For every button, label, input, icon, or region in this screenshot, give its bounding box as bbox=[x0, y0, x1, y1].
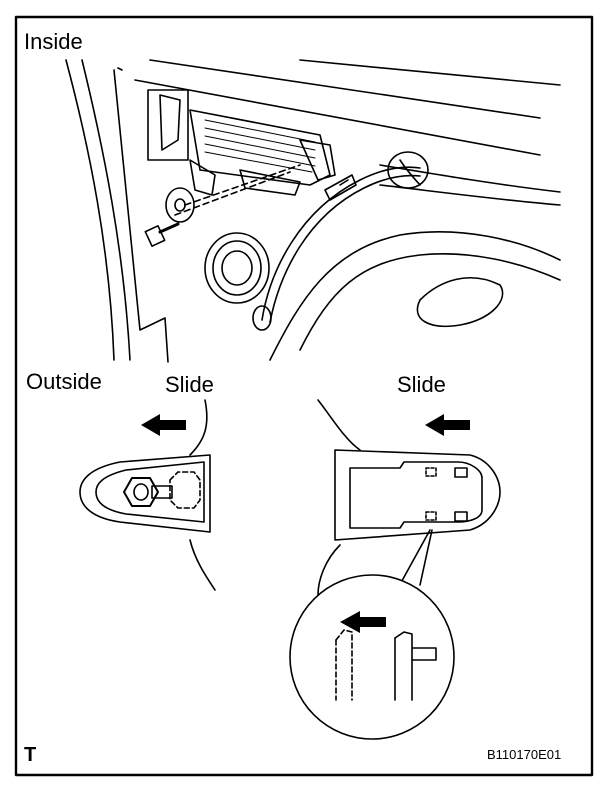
figure-frame bbox=[14, 15, 594, 777]
outside-view bbox=[79, 399, 216, 591]
bolt-icon bbox=[144, 222, 180, 248]
frame-view bbox=[317, 399, 501, 596]
slide-label-right: Slide bbox=[397, 372, 446, 397]
inside-view bbox=[65, 59, 561, 363]
handle-frame-inner bbox=[349, 461, 483, 529]
handle-base-inner bbox=[95, 461, 205, 523]
inside-label: Inside bbox=[24, 29, 83, 54]
left-arrow-icon bbox=[340, 611, 386, 633]
slide-label-left: Slide bbox=[165, 372, 214, 397]
figure-code: B110170E01 bbox=[487, 747, 562, 762]
nut bbox=[123, 477, 173, 507]
left-arrow-icon bbox=[141, 414, 186, 436]
outside-label: Outside bbox=[26, 369, 102, 394]
hidden-bolt bbox=[169, 471, 201, 509]
grommet bbox=[204, 232, 270, 304]
detail-callout bbox=[289, 574, 455, 740]
door-latch-assembly bbox=[147, 89, 336, 196]
corner-mark: T bbox=[24, 744, 37, 766]
door-cable bbox=[252, 166, 421, 331]
left-arrow-icon bbox=[425, 414, 470, 436]
handle-frame-outer bbox=[334, 449, 501, 541]
handle-base-outer bbox=[79, 454, 211, 533]
cable-clip bbox=[387, 151, 429, 189]
washer bbox=[165, 187, 195, 223]
